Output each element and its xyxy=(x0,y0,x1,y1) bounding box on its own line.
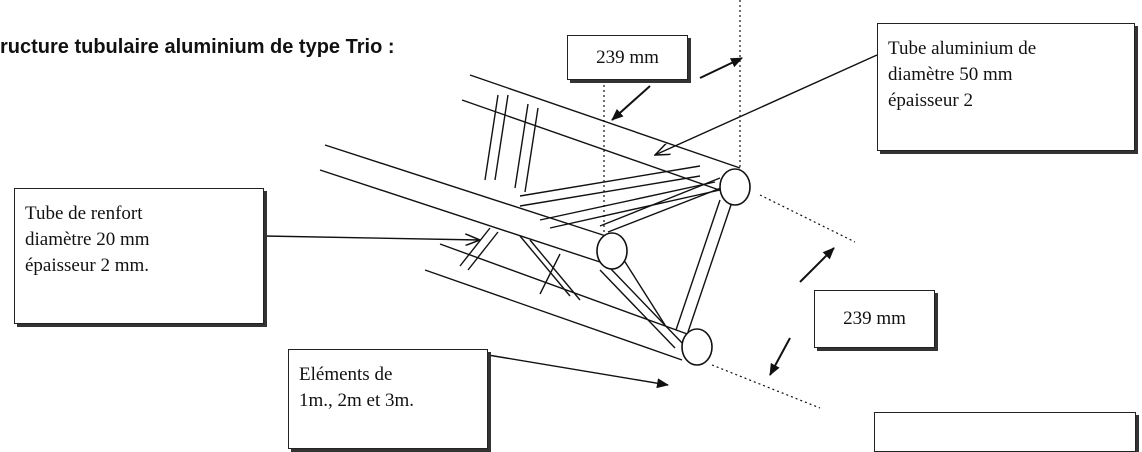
dimension-label-right: 239 mm xyxy=(814,290,935,348)
reinforcement-tube-line-1: Tube de renfort xyxy=(25,203,143,224)
leader-lines xyxy=(263,54,878,389)
tube-ends xyxy=(596,168,751,366)
bottom-tube-end xyxy=(681,328,713,366)
aluminium-tube-label: Tube aluminium de diamètre 50 mm épaisse… xyxy=(877,23,1135,151)
elements-line-1: Eléments de xyxy=(299,364,393,385)
truss-diagram xyxy=(263,0,878,409)
dimension-arrows xyxy=(611,57,835,376)
dimension-top-text: 239 mm xyxy=(596,47,659,68)
reinforcement-tube-line-2: diamètre 20 mm xyxy=(25,229,150,250)
dimension-label-top: 239 mm xyxy=(567,35,688,80)
page-title: ructure tubulaire aluminium de type Trio… xyxy=(0,36,395,58)
aluminium-tube-line-3: épaisseur 2 xyxy=(888,90,973,111)
elements-line-2: 1m., 2m et 3m. xyxy=(299,390,415,411)
aluminium-tube-line-2: diamètre 50 mm xyxy=(888,64,1013,85)
reinforcement-tube-label: Tube de renfort diamètre 20 mm épaisseur… xyxy=(14,188,264,324)
elements-label: Eléments de 1m., 2m et 3m. xyxy=(288,349,488,449)
left-tube-end xyxy=(596,232,628,270)
aluminium-tube-line-1: Tube aluminium de xyxy=(888,38,1037,59)
top-tube-end xyxy=(719,168,751,206)
dimension-right-text: 239 mm xyxy=(843,308,906,329)
reinforcement-tube-line-3: épaisseur 2 mm. xyxy=(25,255,150,276)
truss-tubes xyxy=(319,74,741,361)
partial-label-box xyxy=(874,412,1136,452)
